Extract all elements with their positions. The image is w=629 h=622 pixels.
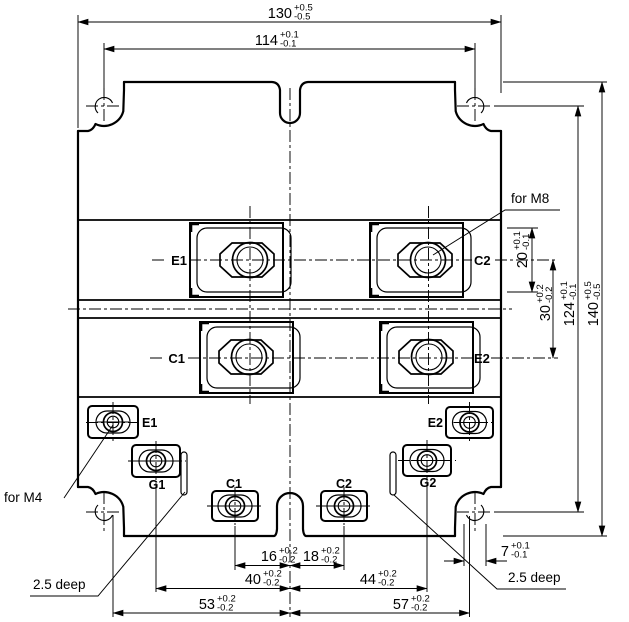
main-terminal-e1 xyxy=(189,222,292,298)
label-main-c1: C1 xyxy=(168,351,185,366)
dim-44: 44 +0.2 -0.2 xyxy=(289,569,428,592)
leader-deep-right: 2.5 deep xyxy=(393,494,566,590)
dim-20: 20 +0.1 -0.1 xyxy=(512,227,536,293)
dim-20-plus: +0.1 xyxy=(512,231,523,250)
dim-18-value: 18 xyxy=(303,549,319,565)
label-aux-c2: C2 xyxy=(336,477,352,491)
dim-18-plus: +0.2 xyxy=(321,546,340,557)
dim-53-value: 53 xyxy=(199,597,215,613)
note-for-m4: for M4 xyxy=(4,490,43,505)
dim-18-minus: -0.2 xyxy=(321,555,337,566)
corner-hook-bottom-right xyxy=(453,485,503,538)
aux-terminal-c2 xyxy=(320,490,368,522)
label-aux-e1: E1 xyxy=(142,416,157,430)
dim-40-value: 40 xyxy=(245,572,261,588)
dim-7: 7 +0.1 -0.1 xyxy=(444,541,530,565)
nut-column-centerlines xyxy=(249,206,429,404)
note-deep-left: 2.5 deep xyxy=(33,577,86,592)
dim-16-value: 16 xyxy=(261,549,277,565)
dim-40-minus: -0.2 xyxy=(263,578,279,589)
bottom-edge-with-notch xyxy=(122,491,457,538)
dim-7-value: 7 xyxy=(501,544,509,560)
label-main-e2: E2 xyxy=(474,351,490,366)
dim-114-value: 114 xyxy=(255,33,278,49)
dim-30-value: 30 xyxy=(538,305,554,321)
leader-for-m4: for M4 xyxy=(4,424,114,505)
dim-53: 53 +0.2 -0.2 xyxy=(112,594,291,617)
dim-124-plus: +0.1 xyxy=(559,281,570,300)
dim-53-plus: +0.2 xyxy=(217,594,236,605)
dim-140-value: 140 xyxy=(586,302,602,326)
label-main-e1: E1 xyxy=(171,253,187,268)
leader-deep-left: 2.5 deep xyxy=(30,491,186,597)
centerlines xyxy=(68,88,558,617)
dim-7-minus: -0.1 xyxy=(511,550,527,561)
dim-30-plus: +0.2 xyxy=(535,284,546,303)
m8-nut-c1 xyxy=(218,338,274,376)
label-main-c2: C2 xyxy=(474,253,491,268)
dim-20-value: 20 xyxy=(515,252,531,268)
dim-130: 130 +0.5 -0.5 xyxy=(77,3,502,26)
aux-terminal-e1 xyxy=(87,405,139,439)
aux-terminal-e2 xyxy=(445,406,494,439)
dim-124-value: 124 xyxy=(562,302,578,326)
aux-terminal-g2 xyxy=(402,444,452,477)
main-terminal-e2 xyxy=(379,321,481,394)
dim-124: 124 +0.1 -0.1 xyxy=(559,105,582,513)
aux-terminal-g1 xyxy=(131,444,181,478)
leader-for-m8: for M8 xyxy=(432,191,560,256)
dim-44-minus: -0.2 xyxy=(378,578,394,589)
dim-140-minus: -0.5 xyxy=(592,284,603,300)
gate-slot-left xyxy=(180,451,188,496)
aux-terminal-c1 xyxy=(211,490,259,522)
label-aux-c1: C1 xyxy=(226,477,242,491)
dim-57-value: 57 xyxy=(393,597,409,613)
dim-44-plus: +0.2 xyxy=(378,569,397,580)
mount-hole-crosses xyxy=(86,88,493,532)
dim-16: 16 +0.2 -0.2 xyxy=(234,546,298,569)
dim-57-plus: +0.2 xyxy=(411,594,430,605)
label-aux-g1: G1 xyxy=(149,478,166,492)
terminal-labels: E1 C2 C1 E2 E1 G1 C1 C2 G2 E2 xyxy=(142,253,491,492)
dim-114-minus: -0.1 xyxy=(280,39,296,50)
top-edge-with-notch xyxy=(122,80,457,125)
label-aux-e2: E2 xyxy=(428,416,443,430)
main-terminal-c2 xyxy=(369,222,472,298)
corner-hook-top-left xyxy=(76,80,126,133)
dim-7-plus: +0.1 xyxy=(511,541,530,552)
dim-130-plus: +0.5 xyxy=(294,3,313,14)
section-lines xyxy=(78,219,501,398)
dim-130-minus: -0.5 xyxy=(294,12,310,23)
label-aux-g2: G2 xyxy=(420,476,437,490)
dim-30-minus: -0.2 xyxy=(544,287,555,303)
dim-30: 30 +0.2 -0.2 xyxy=(535,259,557,359)
dim-130-value: 130 xyxy=(268,6,292,22)
gate-slot-right xyxy=(389,451,397,496)
main-terminal-c1 xyxy=(199,321,301,394)
note-deep-right: 2.5 deep xyxy=(508,570,561,585)
dim-40: 40 +0.2 -0.2 xyxy=(155,569,291,592)
dim-114-plus: +0.1 xyxy=(280,30,299,41)
dim-20-minus: -0.1 xyxy=(521,234,532,250)
dim-18: 18 +0.2 -0.2 xyxy=(289,546,345,569)
m8-nut-e2 xyxy=(398,338,454,376)
note-for-m8: for M8 xyxy=(511,191,549,206)
dim-124-minus: -0.1 xyxy=(568,284,579,300)
corner-hook-top-right xyxy=(453,80,503,133)
corner-hook-bottom-left xyxy=(76,485,126,538)
dim-40-plus: +0.2 xyxy=(263,569,282,580)
dim-16-plus: +0.2 xyxy=(279,546,298,557)
dim-44-value: 44 xyxy=(360,572,376,588)
dim-57: 57 +0.2 -0.2 xyxy=(289,594,471,617)
extension-lines xyxy=(77,15,607,617)
dim-114: 114 +0.1 -0.1 xyxy=(103,30,476,53)
dim-140-plus: +0.5 xyxy=(583,281,594,300)
dim-140: 140 +0.5 -0.5 xyxy=(583,81,606,537)
dim-57-minus: -0.2 xyxy=(411,603,427,614)
dim-53-minus: -0.2 xyxy=(217,603,233,614)
dim-16-minus: -0.2 xyxy=(279,555,295,566)
